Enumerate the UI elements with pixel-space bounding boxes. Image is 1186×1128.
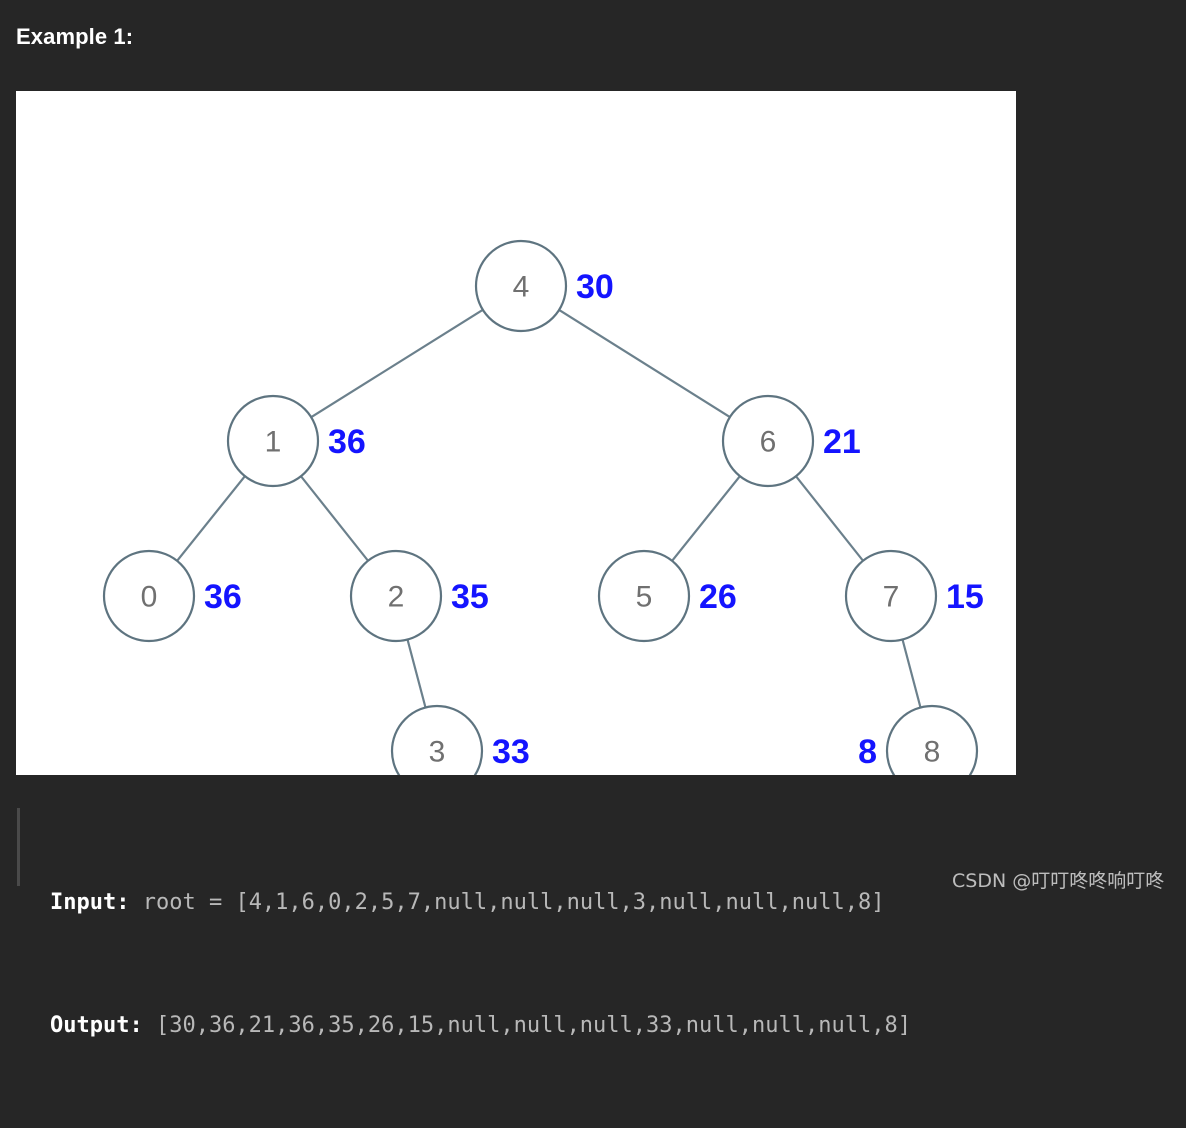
tree-node-sum-label: 8: [858, 733, 877, 771]
csdn-watermark: CSDN @叮叮咚咚响叮咚: [952, 870, 1165, 892]
tree-node-sum-label: 26: [699, 578, 737, 616]
tree-node-value: 8: [924, 736, 941, 769]
tree-node-value: 4: [513, 271, 530, 304]
tree-edge: [671, 475, 741, 562]
tree-node-sum-label: 35: [451, 578, 489, 616]
tree-node: 1 36: [226, 394, 366, 488]
output-label: Output:: [50, 1013, 143, 1038]
tree-node-circle: [885, 704, 979, 775]
code-lines: Input: root = [4,1,6,0,2,5,7,null,null,n…: [50, 800, 911, 1128]
tree-node: 5 26: [597, 549, 737, 643]
tree-edge: [300, 475, 369, 562]
input-line: Input: root = [4,1,6,0,2,5,7,null,null,n…: [50, 882, 911, 923]
tree-node-value: 6: [760, 426, 777, 459]
tree-node-circle: [597, 549, 691, 643]
tree-edge: [795, 475, 864, 562]
output-line: Output: [30,36,21,36,35,26,15,null,null,…: [50, 1005, 911, 1046]
tree-node-value: 5: [636, 581, 653, 614]
tree-node-sum-label: 36: [204, 578, 242, 616]
tree-node-sum-label: 21: [823, 423, 861, 461]
tree-node-sum-label: 33: [492, 733, 530, 771]
tree-node-sum-label: 15: [946, 578, 984, 616]
code-accent-bar: [17, 808, 20, 886]
page-title: Example 1:: [16, 24, 134, 49]
input-label: Input:: [50, 890, 130, 915]
tree-node-circle: [226, 394, 320, 488]
tree-edge: [310, 308, 484, 419]
tree-node-value: 2: [388, 581, 405, 614]
tree-node-sum-label: 30: [576, 268, 614, 306]
tree-node: 2 35: [349, 549, 489, 643]
tree-node-circle: [844, 549, 938, 643]
tree-node: 0 36: [102, 549, 242, 643]
output-value: [30,36,21,36,35,26,15,null,null,null,33,…: [142, 1013, 911, 1038]
tree-edge: [901, 639, 922, 708]
tree-node-circle: [349, 549, 443, 643]
tree-node-value: 0: [141, 581, 158, 614]
input-value: root = [4,1,6,0,2,5,7,null,null,null,3,n…: [129, 890, 885, 915]
tree-edge: [558, 308, 731, 419]
tree-node: 4 30: [474, 239, 614, 333]
tree-node-sum-label: 36: [328, 423, 366, 461]
tree-node: 6 21: [721, 394, 861, 488]
tree-node-value: 3: [429, 736, 446, 769]
tree-node-circle: [102, 549, 196, 643]
tree-node: 88: [858, 704, 979, 775]
tree-edges-group: [176, 308, 922, 708]
tree-node-value: 1: [265, 426, 282, 459]
tree-node-circle: [721, 394, 815, 488]
tree-edge: [176, 475, 246, 562]
tree-node-circle: [390, 704, 484, 775]
tree-node: 7 15: [844, 549, 984, 643]
tree-node-circle: [474, 239, 568, 333]
tree-node-value: 7: [883, 581, 900, 614]
tree-edge: [406, 639, 427, 708]
